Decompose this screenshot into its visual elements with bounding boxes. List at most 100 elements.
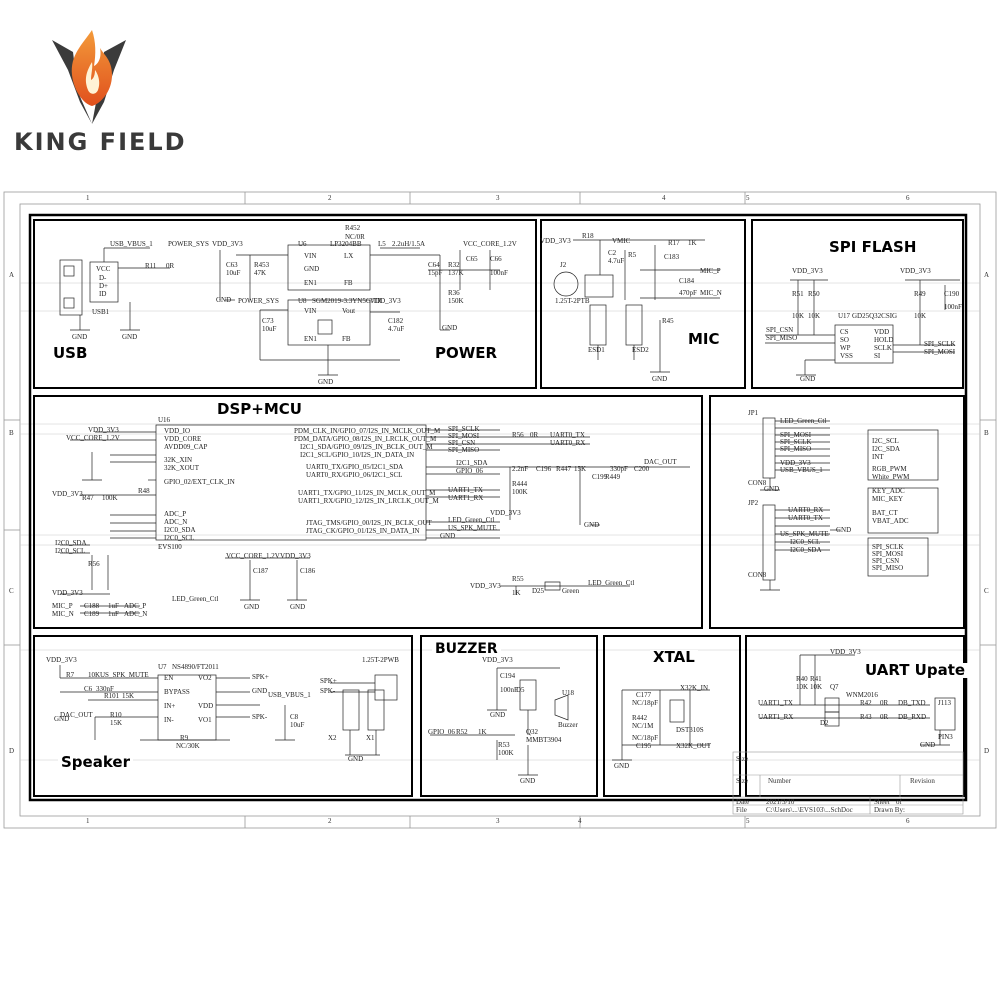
val-r56: 0R [530,431,539,439]
grid-col-1-bottom: 1 [86,817,90,825]
gnd-jp1: GND [764,485,780,493]
tb-number: Number [768,777,791,785]
ref-r52: R52 [456,728,468,736]
val-c2: 4.7uF [608,257,625,265]
pin-wp: WP [840,344,851,352]
pin-lx-u6: LX [344,252,354,260]
pin-sclk: SCLK [874,344,892,352]
net-spk-minus: SPK- [252,713,268,721]
grid-col-6: 6 [906,194,910,202]
tb-of: of [896,798,902,806]
block-title-usb: USB [50,346,91,361]
net-power-sys-2: POWER_SYS [238,297,279,305]
grid-row-a: A [9,271,15,279]
net-usb-vbus: USB_VBUS_1 [110,240,153,248]
net-i2c-sda: I2C_SDA [872,445,901,453]
pin-vin-u8: VIN [304,307,317,315]
val-r41: 10K [810,683,823,691]
ref-u7: U7 [158,663,167,671]
pin-i2c1-sda: I2C1_SDA/GPIO_09/I2S_IN_BCLK_OUT_M [300,443,433,451]
block-speaker [33,635,413,797]
net-spi-mosi-dsp: SPI_MOSI [448,432,480,440]
pin-pdm-clk: PDM_CLK_IN/GPIO_07/I2S_IN_MCLK_OUT_M [294,427,441,435]
ref-u17: U17 [838,312,851,320]
val-xtal: DST310S [676,726,704,734]
val-c199: 330pF [610,465,628,473]
net-usb-vbus-spk: USB_VBUS_1 [268,691,311,699]
net-gnd-dsp: GND [440,532,456,540]
pin-fb-u8: FB [342,335,351,343]
block-title-buzzer: BUZZER [432,642,501,656]
ref-c194: C194 [500,672,516,680]
ref-r9: R9 [180,734,189,742]
block-jp [709,395,965,629]
ref-x1: X1 [366,734,375,742]
net-jp2-mute: US_SPK_MUTE [780,530,829,538]
net-vdd-3v3-led: VDD_3V3 [470,582,501,590]
ref-l5: L5 [378,240,386,248]
grid-col-4-bottom: 4 [578,817,582,825]
val-r52: 1K [478,728,487,736]
val-c182: 4.7uF [388,325,405,333]
ref-r40: R40 [796,675,808,683]
pin-en: EN [164,674,174,682]
gnd-usb-2: GND [122,333,138,341]
ref-usb1: USB1 [92,308,110,316]
ref-c200: C200 [634,465,650,473]
block-title-spi-flash: SPI FLASH [826,240,920,255]
net-led-green-2: LED_Green_Ctl [588,579,635,587]
net-jp1-mosi: SPI_MOSI [780,431,812,439]
net-vdd-3v3-uart: VDD_3V3 [830,648,861,656]
val-r10: 15K [110,719,123,727]
val-r453: 47K [254,269,267,277]
block-title-dsp-mcu: DSP+MCU [214,402,305,417]
flame-logo-icon [52,30,126,124]
net-jp1-vbus: USB_VBUS_1 [780,466,823,474]
pin-uart0-tx: UART0_TX/GPIO_05/I2C1_SDA [306,463,404,471]
ref-r7: R7 [66,671,75,679]
ref-c195: C195 [636,742,652,750]
ref-r55: R55 [512,575,524,583]
val-c64: 15pF [428,269,443,277]
logo-text: KING FIELD [14,128,187,156]
ref-r5: R5 [628,251,637,259]
gnd-jp2: GND [836,526,852,534]
val-c73: 10uF [262,325,277,333]
block-buzzer [420,635,598,797]
net-vbat-adc: VBAT_ADC [872,517,909,525]
val-q32: MMBT3904 [526,736,562,744]
net-vdd-3v3-mic: VDD_3V3 [540,237,571,245]
val-r40: 10K [796,683,809,691]
pin-cs: CS [840,328,849,336]
val-c188: 1uF [108,602,119,610]
net-jp-spi-sclk: SPI_SCLK [872,543,904,551]
val-u18: Buzzer [558,721,578,729]
net-spi-csn-dsp: SPI_CSN [448,439,476,447]
net-vdd-3v3-dsp-3: VDD_3V3 [490,509,521,517]
pin-i2c1-scl: I2C1_SCL/GPIO_10/I2S_IN_DATA_IN [300,451,415,459]
ref-u8: U8 [298,297,307,305]
ref-c8: C8 [290,713,299,721]
pin-id: ID [99,290,107,298]
net-us-spk-mute: US_SPK_MUTE [448,524,497,532]
pin-vdd-io: VDD_IO [164,427,191,435]
block-usb-power [33,219,537,389]
net-uart0-rx: UART0_RX [550,439,586,447]
net-spi-miso-dsp: SPI_MISO [448,446,480,454]
pin-i2c0-scl: I2C0_SCL [164,534,195,542]
net-gpio06: GPIO_06 [456,467,483,475]
tb-date-label: Date [736,798,750,806]
ref-c177: C177 [636,691,652,699]
net-uart1-tx: UART1_TX [448,486,483,494]
val-r101: 15K [122,692,135,700]
gnd-uart: GND [920,741,936,749]
net-i2c0-sda: I2C0_SDA [55,539,87,547]
pin-uart0-rx: UART0_RX/GPIO_06/I2C1_SCL [306,471,403,479]
ref-r56: R56 [512,431,524,439]
pin-vo2: VO2 [198,674,212,682]
val-u16: EVS100 [158,543,182,551]
ref-j113: J113 [938,699,951,707]
grid-row-d: D [9,747,15,755]
val-r444: 100K [512,488,528,496]
